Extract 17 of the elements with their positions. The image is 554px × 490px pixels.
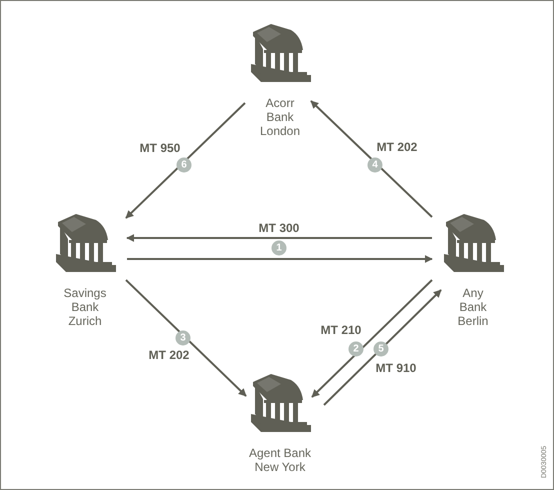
bank-name: Savings Bank Zurich <box>62 286 108 328</box>
arrow <box>127 255 433 263</box>
step-number: 4 <box>368 158 382 172</box>
arrow <box>126 234 432 242</box>
step-number: 5 <box>374 342 388 356</box>
arrow <box>125 102 246 219</box>
arrow <box>323 289 442 406</box>
bank-name: Any Bank Berlin <box>456 286 490 328</box>
arrow <box>311 279 433 398</box>
bank-name: Agent Bank New York <box>248 446 312 474</box>
arrow <box>125 279 247 397</box>
bank-name: Acorr Bank London <box>258 96 302 138</box>
step-number: 3 <box>176 330 190 346</box>
step-number: 6 <box>176 158 192 172</box>
step-number: 1 <box>272 240 286 256</box>
arrow <box>310 100 433 218</box>
step-number: 2 <box>348 342 364 356</box>
